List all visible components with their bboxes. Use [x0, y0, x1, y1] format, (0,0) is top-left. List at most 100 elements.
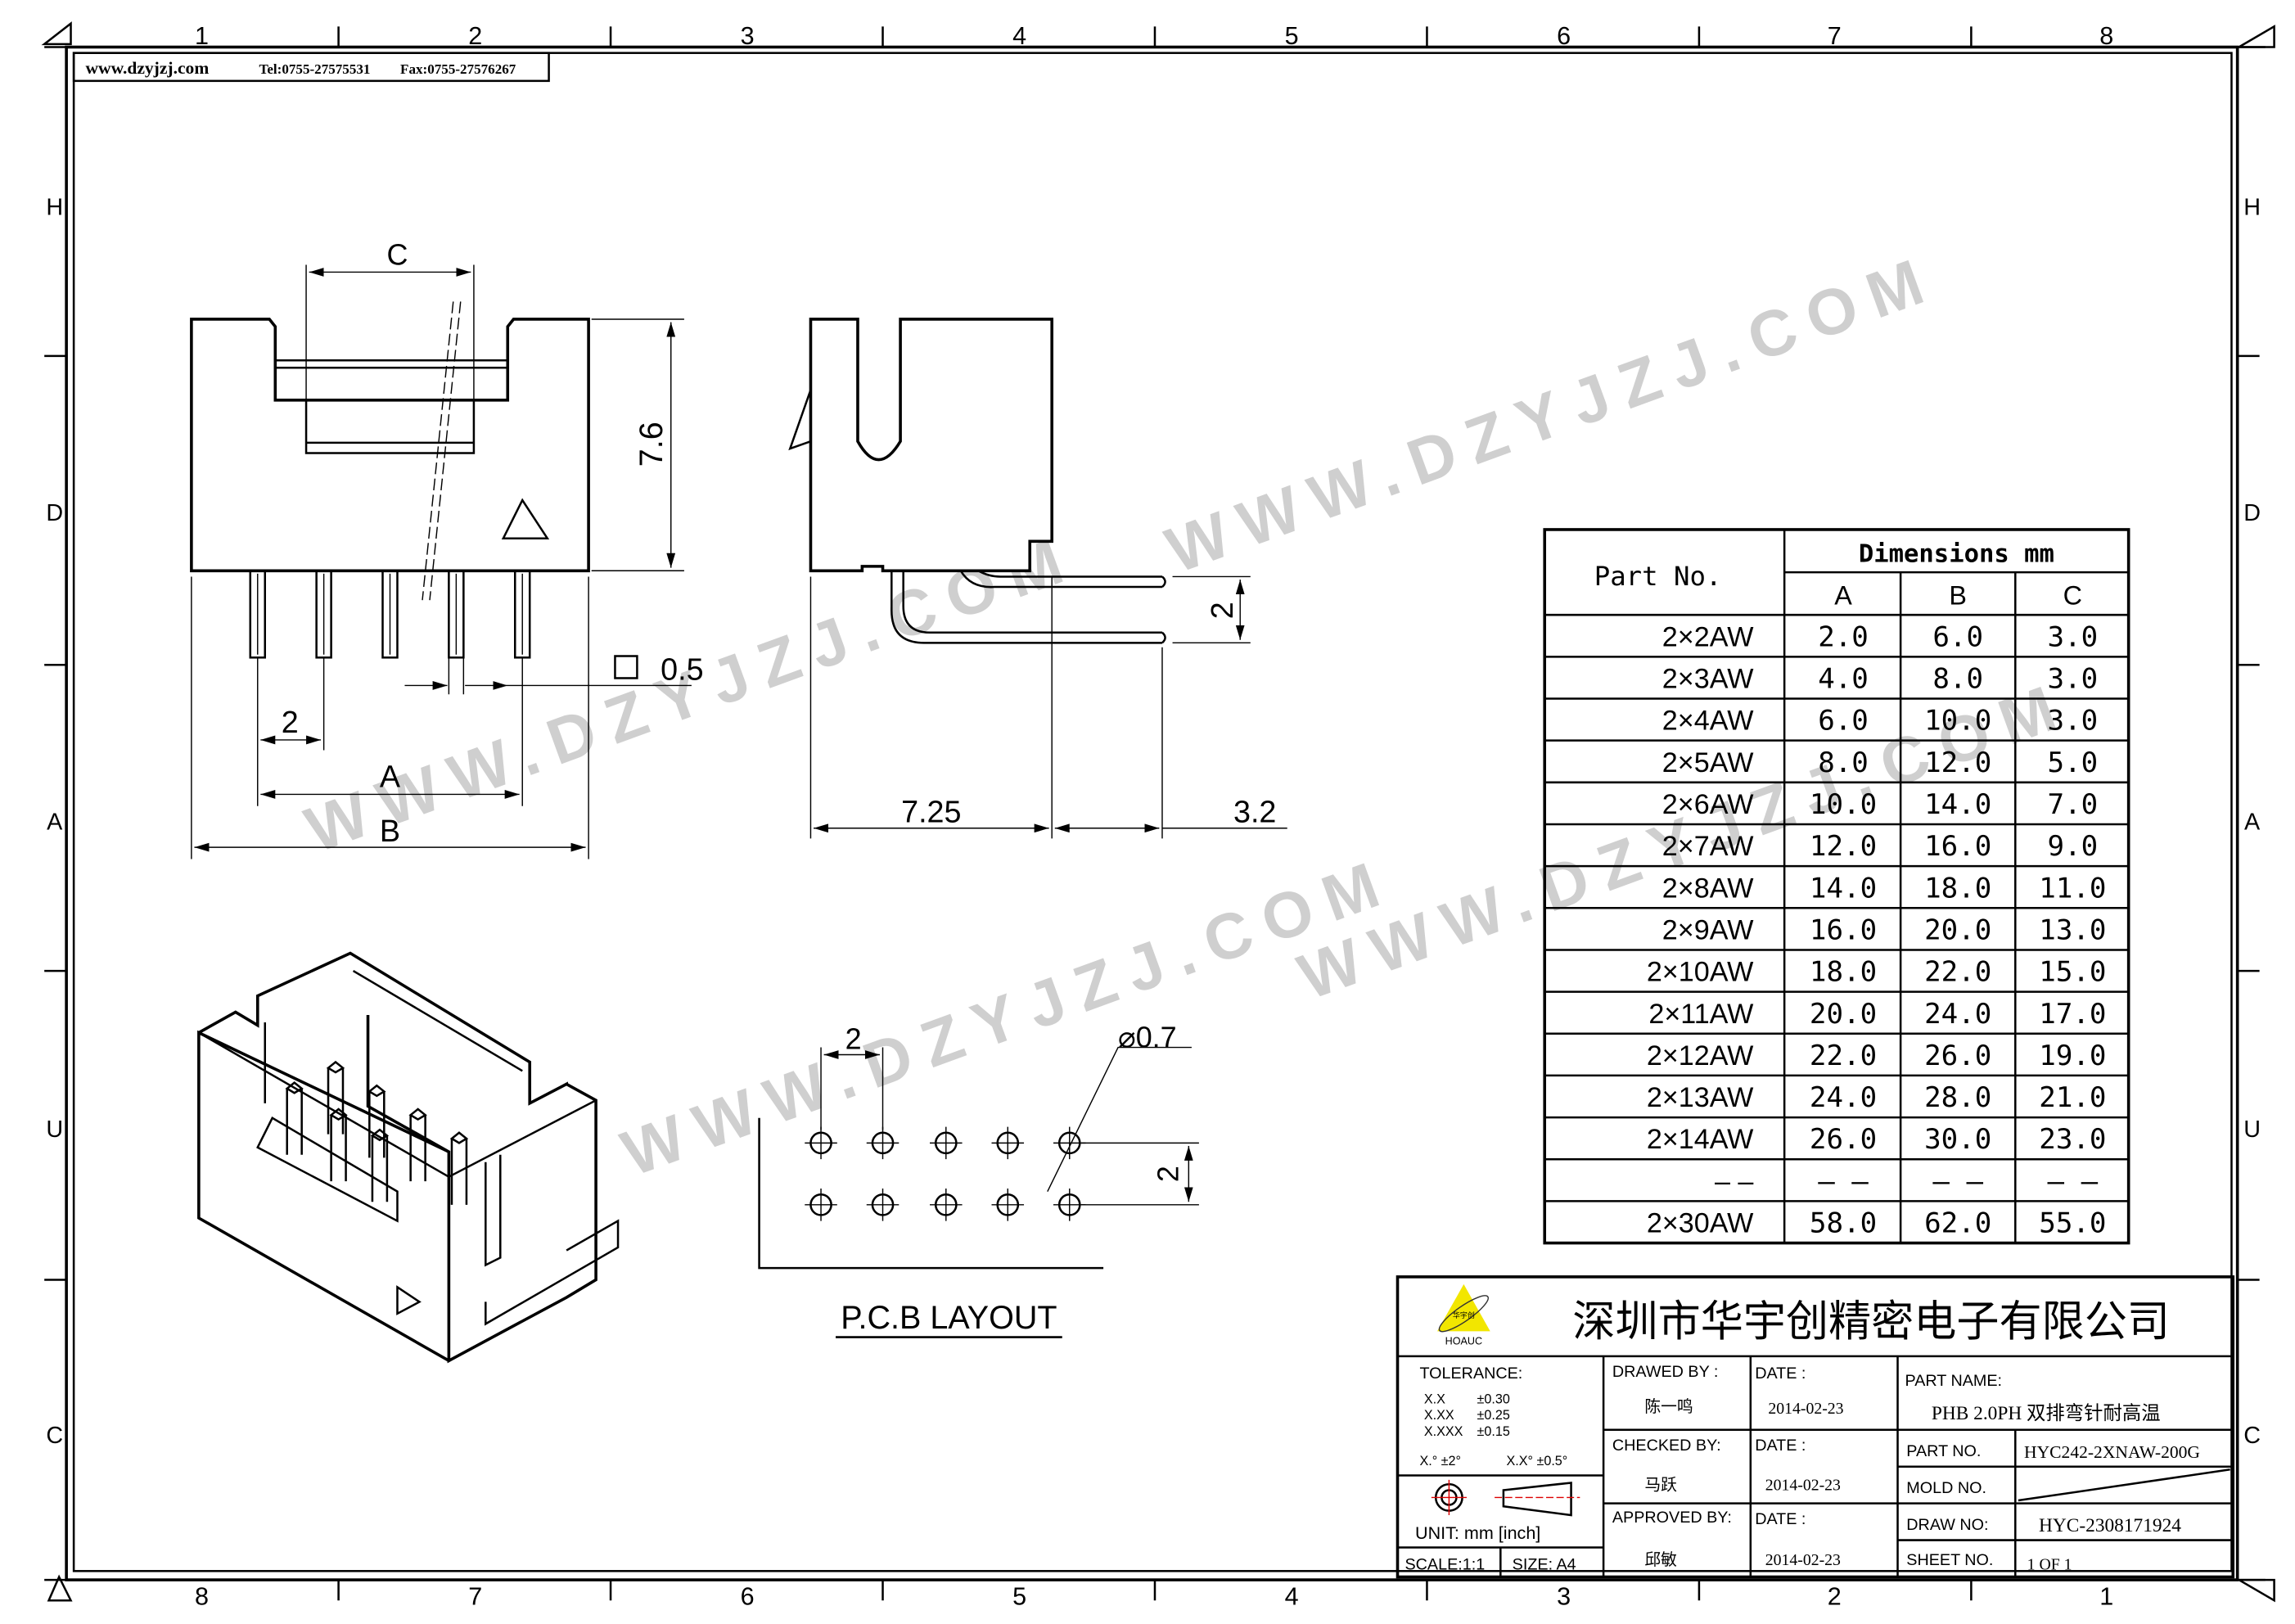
projection-symbol-icon: [1431, 1479, 1580, 1517]
part-number-cell: 2×7AW: [1662, 831, 1754, 862]
drawed-date: 2014-02-23: [1768, 1400, 1843, 1418]
frame-column-label: 4: [1012, 22, 1026, 50]
dim-c-cell: 19.0: [2039, 1040, 2106, 1072]
dim-a-cell: 4.0: [1818, 663, 1869, 696]
part-name-label: PART NAME:: [1905, 1372, 2003, 1390]
part-number-cell: 2×10AW: [1647, 957, 1754, 988]
checked-by-name: 马跃: [1644, 1476, 1677, 1494]
frame-column-label: 1: [195, 22, 209, 50]
frame-column-label: 5: [1285, 22, 1299, 50]
part-number-cell: – –: [1715, 1166, 1753, 1197]
dim-b-cell: 26.0: [1924, 1040, 1991, 1072]
pin: [326, 1060, 345, 1135]
frame-column-label: 3: [1557, 1583, 1571, 1611]
dim-b-cell: 24.0: [1924, 998, 1991, 1031]
dim-b-cell: 10.0: [1924, 705, 1991, 738]
dim-pitch-label: 2: [282, 705, 299, 739]
approved-date: 2014-02-23: [1765, 1551, 1841, 1569]
part-no-header: Part No.: [1594, 561, 1722, 592]
dim-c-cell: 21.0: [2039, 1081, 2106, 1114]
dim-b-label: B: [380, 814, 400, 848]
approved-by-name: 邱敏: [1644, 1551, 1677, 1569]
dim-c-cell: 3.0: [2048, 663, 2099, 696]
dim-c-cell: 3.0: [2048, 705, 2099, 738]
part-number-cell: 2×2AW: [1662, 621, 1754, 652]
part-number-cell: 2×8AW: [1662, 873, 1754, 904]
dim-b-cell: 28.0: [1924, 1081, 1991, 1114]
draw-no-value: HYC-2308171924: [2039, 1515, 2181, 1536]
fax-text: Fax:0755-27576267: [400, 61, 516, 77]
tolerance-value: ±0.30: [1477, 1392, 1510, 1406]
dim-b-cell: 16.0: [1924, 830, 1991, 863]
pcb-dim-hole-label: ⌀0.7: [1118, 1021, 1177, 1054]
frame-column-label: 4: [1285, 1583, 1299, 1611]
dim-b-cell: 62.0: [1924, 1207, 1991, 1240]
pin: [448, 570, 465, 659]
date-label: DATE :: [1755, 1510, 1806, 1528]
dim-pin-length-label: 3.2: [1233, 795, 1276, 829]
part-number-cell: 2×9AW: [1662, 914, 1754, 945]
tel-text: Tel:0755-27575531: [259, 61, 371, 77]
frame-column-label: 8: [2099, 22, 2113, 50]
title-block: 华宇创 HOAUC 深圳市华宇创精密电子有限公司 TOLERANCE: X.X …: [1395, 1275, 2235, 1579]
unit-label: UNIT: mm [inch]: [1415, 1522, 1540, 1543]
isometric-view: [197, 951, 620, 1364]
drawed-by-name: 陈一鸣: [1644, 1398, 1693, 1416]
frame-column-label: 7: [468, 1583, 482, 1611]
frame-column-label: 5: [1012, 1583, 1026, 1611]
dim-a-label: A: [380, 759, 401, 793]
dim-a-cell: 12.0: [1810, 830, 1877, 863]
pin: [329, 1107, 348, 1182]
frame-column-label: 2: [468, 22, 482, 50]
dim-b-cell: – –: [1932, 1165, 1983, 1198]
dim-a-cell: 16.0: [1810, 914, 1877, 946]
tolerance-value: ±0.15: [1477, 1424, 1510, 1439]
square-pin-icon: [614, 655, 638, 679]
column-header-b: B: [1949, 581, 1967, 611]
frame-row-label: D: [46, 500, 63, 526]
dim-a-cell: 26.0: [1810, 1123, 1877, 1156]
frame-column-label: 7: [1828, 22, 1842, 50]
frame-row-label: H: [2243, 194, 2261, 220]
corner-triangle-icon: [2234, 25, 2275, 48]
dim-c-cell: – –: [2048, 1165, 2099, 1198]
tolerance-key: X.X: [1424, 1392, 1445, 1406]
part-number-cell: 2×30AW: [1647, 1208, 1754, 1239]
dim-c-cell: 17.0: [2039, 998, 2106, 1031]
drawed-by-label: DRAWED BY :: [1612, 1363, 1719, 1381]
dim-b-cell: 18.0: [1924, 872, 1991, 904]
draw-no-label: DRAW NO:: [1906, 1516, 1988, 1534]
dim-b-cell: 12.0: [1924, 747, 1991, 779]
part-number-cell: 2×14AW: [1647, 1124, 1754, 1155]
pin: [381, 570, 399, 659]
logo-en-text: HOAUC: [1445, 1336, 1482, 1347]
frame-column-label: 3: [741, 22, 755, 50]
sheet-no-label: SHEET NO.: [1906, 1551, 1993, 1569]
frame-row-label: A: [2244, 810, 2261, 836]
dim-height-label: 7.6: [633, 422, 670, 467]
part-number-cell: 2×4AW: [1662, 706, 1754, 737]
frame-row-label: D: [2243, 500, 2261, 526]
company-name: 深圳市华宇创精密电子有限公司: [1572, 1298, 2170, 1346]
mold-no-label: MOLD NO.: [1906, 1479, 1986, 1497]
dim-c-cell: 55.0: [2039, 1207, 2106, 1240]
frame-row-label: H: [46, 194, 63, 220]
pin: [367, 1084, 386, 1158]
frame-row-label: C: [2243, 1423, 2261, 1449]
pin1-triangle-icon: [501, 498, 550, 539]
dim-a-cell: 24.0: [1810, 1081, 1877, 1114]
pcb-dim-pitch-label: 2: [845, 1022, 862, 1055]
frame-row-label: U: [46, 1116, 63, 1143]
pin: [449, 1131, 469, 1205]
